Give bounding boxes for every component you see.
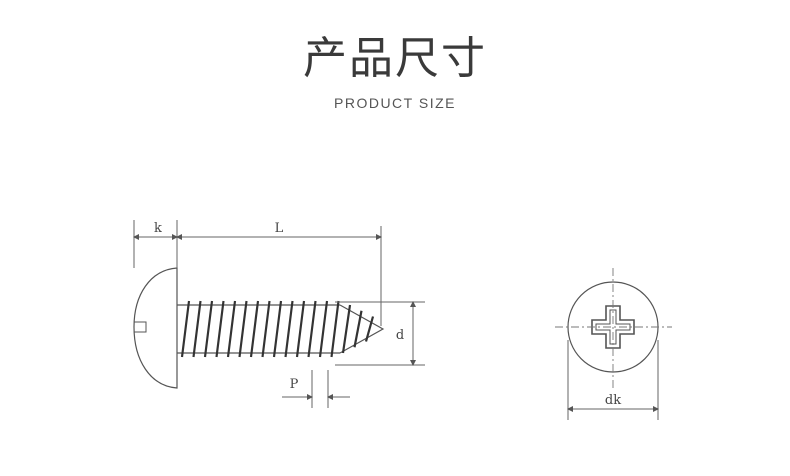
thread-crest <box>249 300 260 358</box>
page-subtitle: PRODUCT SIZE <box>334 95 456 111</box>
thread-crest <box>203 300 214 358</box>
phillips-cross-inner <box>595 309 631 345</box>
label-L: L <box>275 221 284 236</box>
label-dk: dk <box>605 393 621 408</box>
thread-crest <box>272 300 283 358</box>
thread-crest <box>284 300 294 358</box>
label-d: d <box>396 328 404 343</box>
page-title: 产品尺寸 <box>303 33 487 84</box>
screw-side-view <box>133 267 385 389</box>
thread-crest <box>295 300 306 358</box>
dimension-P <box>282 370 350 408</box>
thread-crest <box>341 304 352 354</box>
thread-crest <box>238 300 248 358</box>
thread-crest <box>353 310 363 348</box>
thread-crest <box>364 316 375 342</box>
thread-crest <box>180 300 191 358</box>
thread-crest <box>192 300 202 358</box>
head-slot <box>134 321 147 333</box>
screw-end-view <box>555 268 672 388</box>
thread-crest <box>330 300 340 358</box>
label-k: k <box>154 221 162 236</box>
thread-crest <box>318 300 329 358</box>
dimension-L <box>176 226 382 326</box>
thread-crest <box>307 300 317 358</box>
thread-crest <box>226 300 237 358</box>
label-P: P <box>290 377 299 392</box>
dimension-d <box>335 301 425 366</box>
phillips-cross <box>591 305 635 349</box>
thread-crest <box>215 300 225 358</box>
dimension-dk <box>567 340 659 420</box>
dimension-k <box>133 220 178 268</box>
thread-crest <box>261 300 271 358</box>
screw-threads <box>180 300 375 358</box>
screw-head <box>133 267 178 389</box>
